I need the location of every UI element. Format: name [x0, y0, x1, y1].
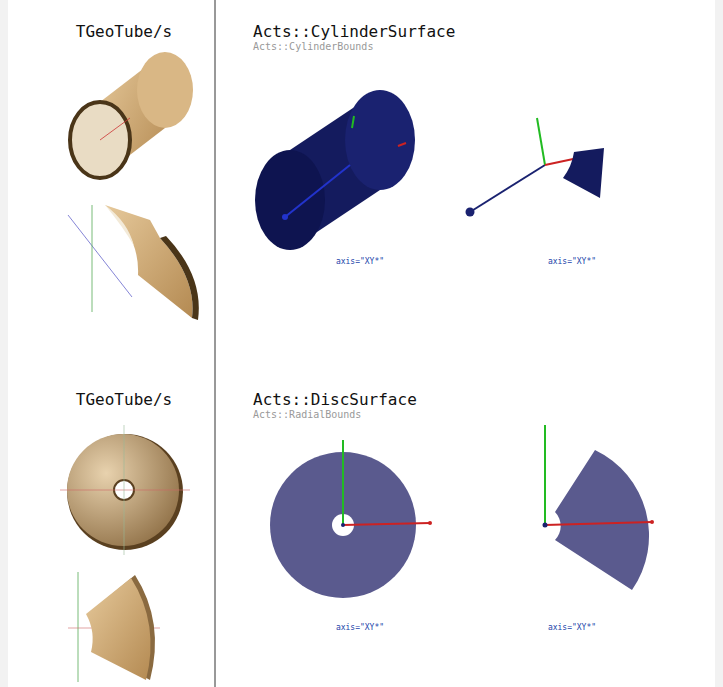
- acts-cylinder: [255, 90, 415, 250]
- side-band: [0, 0, 8, 687]
- root-disc-segment: [68, 572, 160, 682]
- bounds-name: Acts::RadialBounds: [253, 409, 361, 420]
- axis-label: axis="XY*": [336, 257, 384, 266]
- acts-disc-segment: [543, 425, 655, 590]
- divider: [215, 0, 216, 687]
- axis-label: axis="XY*": [548, 623, 596, 632]
- acts-disc: [270, 440, 432, 598]
- bounds-name: Acts::CylinderBounds: [253, 41, 373, 52]
- root-disc: [60, 425, 190, 555]
- class-name: Acts::DiscSurface: [253, 390, 417, 409]
- axis-label: axis="XY*": [548, 257, 596, 266]
- acts-cylinder-segment: [466, 118, 605, 217]
- side-band: [715, 0, 723, 687]
- section-heading: TGeoTube/s: [76, 22, 172, 41]
- root-tube-segment: [68, 205, 199, 320]
- root-tube: [70, 52, 193, 178]
- class-name: Acts::CylinderSurface: [253, 22, 455, 41]
- axis-label: axis="XY*": [336, 623, 384, 632]
- section-heading: TGeoTube/s: [76, 390, 172, 409]
